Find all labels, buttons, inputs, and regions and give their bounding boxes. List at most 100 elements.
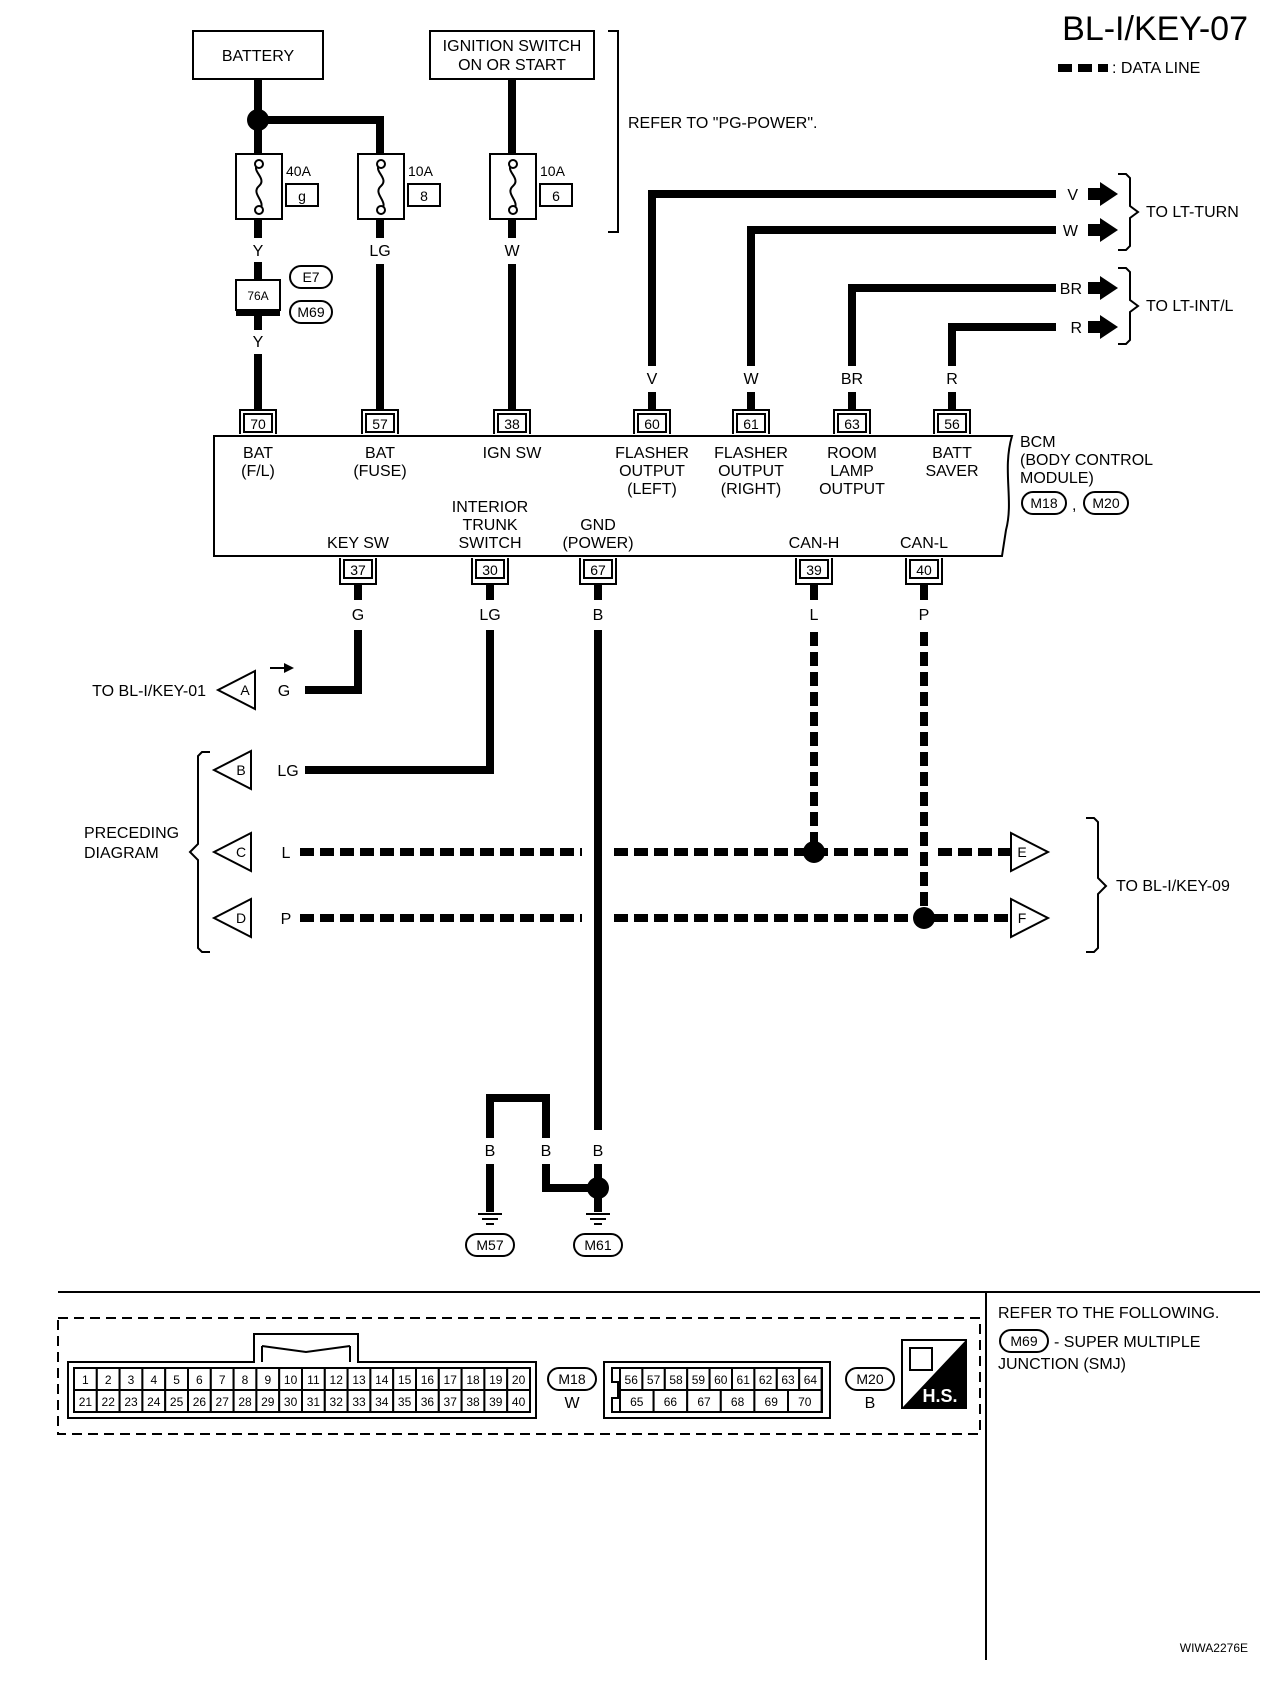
terminal-label: FLASHER [615,445,689,462]
m18-pin: 20 [512,1373,526,1387]
refer-following-2: - SUPER MULTIPLE [1054,1334,1200,1351]
ground-m57-label: M57 [476,1237,503,1253]
refer-following-1: REFER TO THE FOLLOWING. [998,1305,1219,1322]
bcm-conn-sep: , [1072,497,1076,514]
fuse-40a-id: g [298,188,306,204]
m18-pin: 4 [150,1373,157,1387]
m18-pin: 22 [102,1395,116,1409]
terminal-label: FLASHER [714,445,788,462]
ground-splice [587,1177,609,1199]
tag-a-label: A [240,682,250,698]
smj-inline-connector: 76A E7 M69 [235,265,333,324]
m18-pin: 10 [284,1373,298,1387]
fuse-40a: 40A g [235,153,319,220]
m18-pin: 36 [421,1395,435,1409]
terminal-label: OUTPUT [619,463,685,480]
terminal-number: 67 [590,562,606,578]
wire-color-y-bottom: Y [253,334,264,351]
terminal-label: KEY SW [327,535,390,552]
wire-color-b1: B [485,1143,496,1160]
bcm-module: BCM (BODY CONTROL MODULE) M18 , M20 [213,434,1153,557]
m18-pin: 34 [375,1395,389,1409]
m18-pin: 1 [82,1373,89,1387]
terminal-label: LAMP [830,463,874,480]
wire-color-b3: B [593,1143,604,1160]
terminal-number: 56 [944,416,960,432]
terminal-label: TRUNK [462,517,517,534]
can-l-splice [913,907,935,929]
m18-pin: 26 [193,1395,207,1409]
m18-pin: 6 [196,1373,203,1387]
terminal-label: (LEFT) [627,481,677,498]
terminal-label: BATT [932,445,972,462]
bcm-terminal-67: 67 GND(POWER) [562,517,634,600]
fuse-10a-6-rating: 10A [540,163,566,179]
m18-pin: 37 [444,1395,458,1409]
terminal-label: (POWER) [562,535,633,552]
tag-b-label: B [236,762,245,778]
terminal-label: GND [580,517,616,534]
m18-pin: 7 [219,1373,226,1387]
diagram-code: WIWA2276E [1180,1641,1248,1655]
m18-pin: 11 [307,1373,320,1387]
m20-pin: 60 [714,1373,728,1387]
terminal-label: OUTPUT [718,463,784,480]
m20-pin: 67 [697,1395,711,1409]
terminal-label: (F/L) [241,463,275,480]
m18-pin: 13 [352,1373,366,1387]
wire-v-flasher-left [648,190,1056,366]
terminal-label: OUTPUT [819,481,885,498]
terminal-label: INTERIOR [452,499,528,516]
m18-pin: 25 [170,1395,184,1409]
connector-tag-e: E [1010,831,1051,873]
wire-g-key-sw [305,630,362,694]
battery-label: BATTERY [222,48,295,65]
m18-pin: 3 [128,1373,135,1387]
m20-pin: 65 [630,1395,644,1409]
m18-color: W [564,1395,580,1412]
terminal-label: IGN SW [483,445,543,462]
terminal-number: 39 [806,562,822,578]
terminal-number: 40 [916,562,932,578]
ground-m61-label: M61 [584,1237,611,1253]
wire-r-batt-saver [948,323,1056,366]
m20-id: M20 [856,1371,883,1387]
terminal-label: ROOM [827,445,877,462]
connector-tag-a: A [215,669,256,711]
tag-d-label: D [236,910,246,926]
m18-pin: 33 [352,1395,366,1409]
smj-conn-e7: E7 [302,269,319,285]
m20-pin: 61 [737,1373,751,1387]
m18-pin: 17 [444,1373,458,1387]
wire-color-y-top: Y [253,243,264,260]
wire-br-room-lamp [848,284,1056,366]
fuse-10a-8-rating: 10A [408,163,434,179]
fuse-40a-rating: 40A [286,163,312,179]
wire-color-w-ign: W [504,243,520,260]
arrow-right-icon [1088,276,1118,300]
m18-pin: 32 [330,1395,344,1409]
m18-pin: 15 [398,1373,412,1387]
terminal-number: 70 [250,416,266,432]
m18-pin: 9 [264,1373,271,1387]
tag-e-label: E [1017,844,1026,860]
bcm-name: BCM [1020,434,1056,451]
dest-key01: TO BL-I/KEY-01 [92,683,206,700]
fuse-10a-6: 10A 6 [489,153,573,220]
ignition-label-1: IGNITION SWITCH [443,38,582,55]
terminal-number: 30 [482,562,498,578]
connector-icon [909,1347,933,1371]
wire-color-p-left: P [281,911,292,928]
arrow-right-icon [1088,315,1118,339]
connector-tag-d: D [211,897,252,939]
arrow-right-icon [1088,218,1118,242]
